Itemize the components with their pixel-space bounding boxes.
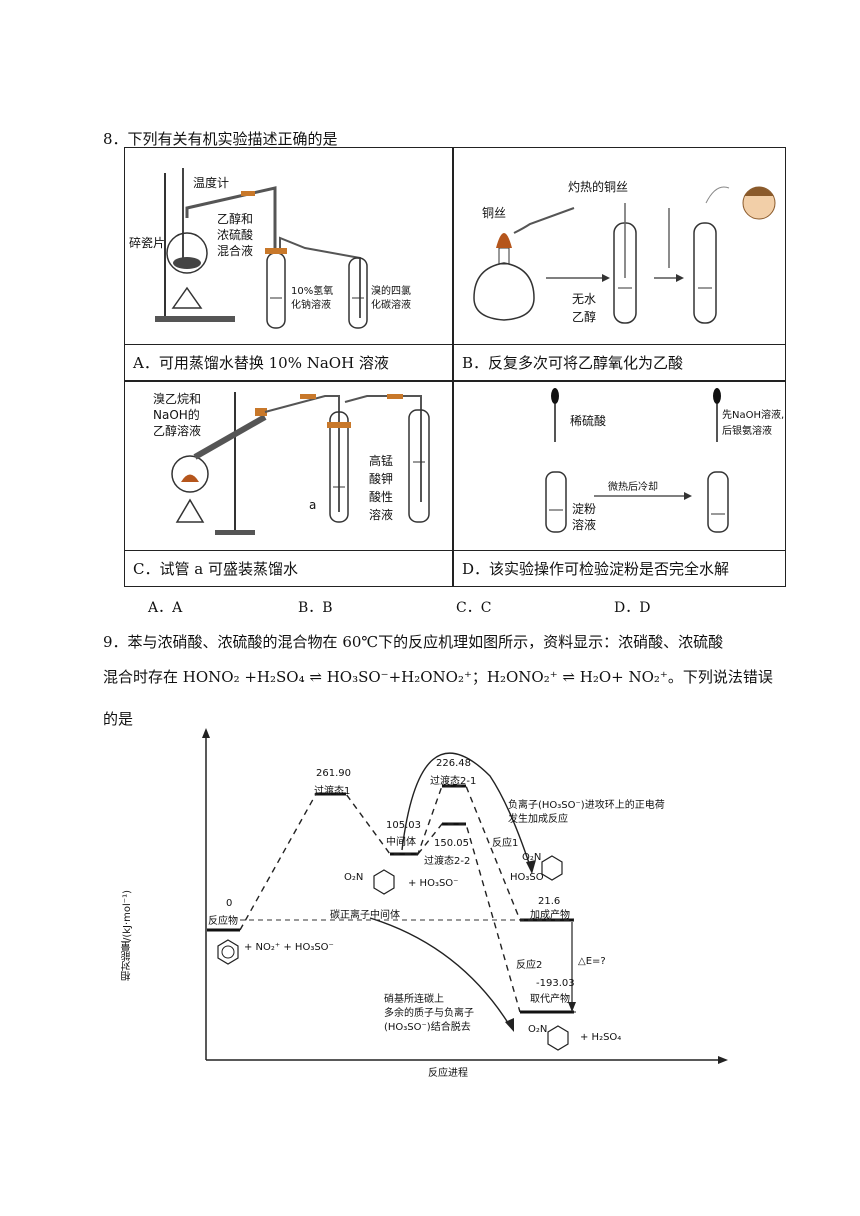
value-ts21: 226.48 xyxy=(436,758,471,769)
y-axis-label: 相对能量/(kJ·mol⁻¹) xyxy=(122,890,133,982)
grid-divider-horizontal xyxy=(125,380,785,382)
apparatus-a-figure xyxy=(155,168,368,329)
label-kmno4-4: 溶液 xyxy=(369,508,394,522)
label-kmno4-1: 高锰 xyxy=(369,454,394,468)
label-ethanol-solution: 乙醇溶液 xyxy=(153,424,202,438)
label-tube-a: a xyxy=(309,498,317,512)
annotation-reaction1: 反应1 xyxy=(492,838,519,849)
label-anhydrous: 无水 xyxy=(572,292,597,306)
addition-ho3so: HO₃SO xyxy=(510,872,544,883)
label-ts1: 过渡态1 xyxy=(314,786,351,797)
caption-a: A．可用蒸馏水替换 10% NaOH 溶液 xyxy=(125,344,452,381)
panel-b: 灼热的铜丝 铜丝 无水 乙醇 B．反复多次可将乙醇氧化为乙酸 xyxy=(454,148,785,380)
value-intermediate: 105.03 xyxy=(386,820,421,831)
label-silver-ammonia: 后银氨溶液 xyxy=(722,426,772,437)
caption-d: D．该实验操作可检验淀粉是否完全水解 xyxy=(454,550,785,587)
annotation-nitro-1: 硝基所连碳上 xyxy=(384,994,444,1005)
panel-c: 溴乙烷和 NaOH的 乙醇溶液 高锰 酸钾 酸性 溶液 a C．试管 a 可盛装… xyxy=(125,382,452,586)
label-thermometer: 温度计 xyxy=(193,176,230,190)
annotation-carbocation: 碳正离子中间体 xyxy=(330,910,400,921)
label-naoh-first: 先NaOH溶液, xyxy=(722,410,785,421)
grid-divider-vertical xyxy=(452,148,454,586)
annotation-negative-ion-1: 负离子(HO₃SO⁻)进攻环上的正电荷 xyxy=(508,800,665,811)
value-ts1: 261.90 xyxy=(316,768,351,779)
question-9-line1: 9．苯与浓硝酸、浓硫酸的混合物在 60℃下的反应机理如图所示，资料显示：浓硝酸、… xyxy=(103,633,724,651)
annotation-delta-e: △E=? xyxy=(578,956,606,967)
choice-b[interactable]: B．B xyxy=(298,600,333,616)
panel-d: 稀硫酸 先NaOH溶液, 后银氨溶液 微热后冷却 淀粉 溶液 D．该实验操作可检… xyxy=(454,382,785,586)
label-naoh: NaOH的 xyxy=(153,408,200,422)
intermediate-extra: + HO₃SO⁻ xyxy=(408,878,459,889)
label-bromoethane: 溴乙烷和 xyxy=(153,392,202,406)
value-substitution-product: -193.03 xyxy=(536,978,575,989)
value-ts22: 150.05 xyxy=(434,838,469,849)
label-ts22: 过渡态2-2 xyxy=(424,856,471,867)
label-naoh-line1: 10%氢氧 xyxy=(291,286,334,297)
label-heat-cool: 微热后冷却 xyxy=(608,482,658,493)
label-solution: 溶液 xyxy=(572,518,597,532)
annotation-nitro-2: 多余的质子与负离子 xyxy=(384,1008,474,1019)
question-8-title: 8．下列有关有机实验描述正确的是 xyxy=(103,130,338,148)
label-conc-sulfuric: 浓硫酸 xyxy=(217,228,254,242)
value-reactant: 0 xyxy=(226,898,233,909)
apparatus-d-figure xyxy=(545,388,729,533)
label-bromine-line2: 化碳溶液 xyxy=(371,300,411,311)
choice-c[interactable]: C．C xyxy=(456,600,492,616)
annotation-negative-ion-2: 发生加成反应 xyxy=(508,814,568,825)
reactant-extra: + NO₂⁺ + HO₃SO⁻ xyxy=(244,942,334,953)
caption-b: B．反复多次可将乙醇氧化为乙酸 xyxy=(454,344,785,381)
addition-o2n: O₂N xyxy=(522,852,542,863)
choice-d[interactable]: D．D xyxy=(614,600,651,616)
label-kmno4-2: 酸钾 xyxy=(369,472,394,486)
label-ethanol-and: 乙醇和 xyxy=(217,212,254,226)
energy-diagram xyxy=(202,728,728,1064)
label-reactant: 反应物 xyxy=(208,916,238,927)
apparatus-c-figure xyxy=(171,392,430,535)
product-extra: + H₂SO₄ xyxy=(580,1032,622,1043)
label-copper-wire: 铜丝 xyxy=(482,206,507,220)
label-ethanol: 乙醇 xyxy=(572,310,597,324)
caption-c: C．试管 a 可盛装蒸馏水 xyxy=(125,550,452,587)
label-broken-porcelain: 碎瓷片 xyxy=(129,236,166,250)
label-bromine-line1: 溴的四氯 xyxy=(371,286,411,297)
label-naoh-line2: 化钠溶液 xyxy=(291,300,331,311)
label-kmno4-3: 酸性 xyxy=(369,490,394,504)
experiment-grid: 温度计 乙醇和 浓硫酸 混合液 碎瓷片 10%氢氧 化钠溶液 溴的四氯 化碳溶液… xyxy=(124,147,786,587)
panel-a: 温度计 乙醇和 浓硫酸 混合液 碎瓷片 10%氢氧 化钠溶液 溴的四氯 化碳溶液… xyxy=(125,148,452,380)
label-ts21: 过渡态2-1 xyxy=(430,776,477,787)
label-substitution-product: 取代产物 xyxy=(530,994,570,1005)
label-dilute-h2so4: 稀硫酸 xyxy=(570,414,607,428)
apparatus-b-figure xyxy=(473,186,776,324)
carbocation-o2n: O₂N xyxy=(344,872,364,883)
label-starch: 淀粉 xyxy=(572,502,597,516)
label-hot-copper: 灼热的铜丝 xyxy=(568,180,629,194)
annotation-reaction2: 反应2 xyxy=(516,960,543,971)
value-addition-product: 21.6 xyxy=(538,896,561,907)
choice-a[interactable]: A．A xyxy=(148,600,183,616)
substitution-o2n: O₂N xyxy=(528,1024,548,1035)
question-9-line3: 的是 xyxy=(103,710,134,728)
label-mixture: 混合液 xyxy=(217,244,254,258)
annotation-nitro-3: (HO₃SO⁻)结合脱去 xyxy=(384,1022,471,1033)
x-axis-label: 反应进程 xyxy=(428,1068,468,1079)
label-addition-product: 加成产物 xyxy=(530,910,570,921)
question-9-line2: 混合时存在 HONO₂ +H₂SO₄ ⇌ HO₃SO⁻+H₂ONO₂⁺；H₂ON… xyxy=(103,668,773,686)
label-intermediate: 中间体 xyxy=(386,837,416,848)
